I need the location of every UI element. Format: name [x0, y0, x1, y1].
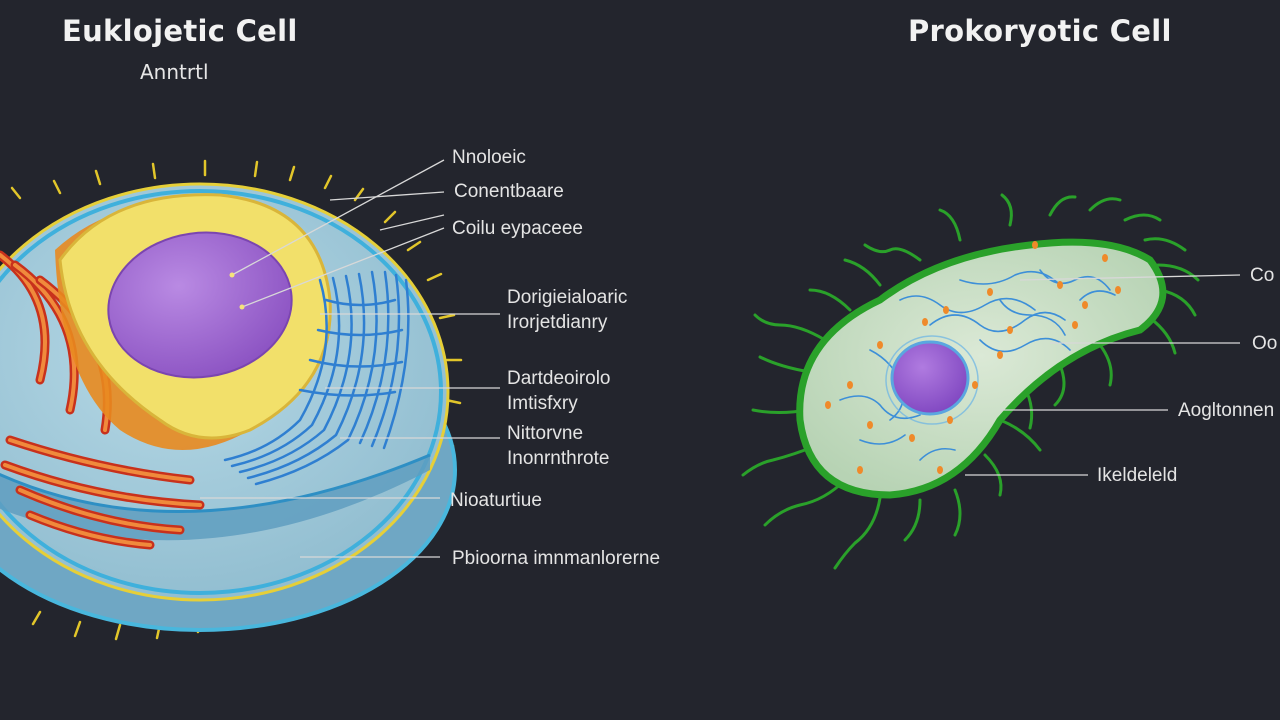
eukaryotic-leader-lines	[200, 159, 500, 558]
prokaryotic-label: Ikeldeleld	[1097, 465, 1178, 486]
prokaryotic-cell	[741, 193, 1241, 570]
eukaryotic-label: Dorigieialoaric	[507, 287, 628, 308]
nucleus-marker	[239, 304, 245, 310]
eukaryotic-title: Euklojetic Cell	[62, 14, 298, 48]
prokaryotic-title: Prokoryotic Cell	[908, 14, 1172, 48]
eukaryotic-label: Nittorvne	[507, 423, 584, 444]
plasma-membrane	[0, 189, 443, 595]
eukaryotic-label: Nnoloeic	[452, 147, 526, 168]
prokaryotic-label: Aogltonnen	[1178, 400, 1275, 421]
cut-surface-edge	[0, 453, 431, 514]
eukaryotic-label: Nioaturtiue	[450, 490, 542, 511]
prokaryotic-label: Oo	[1252, 333, 1278, 354]
prokaryote-body	[796, 238, 1167, 499]
eukaryotic-label: Inonrnthrote	[507, 448, 610, 469]
eukaryotic-label: Irorjetdianry	[507, 312, 608, 333]
nucleoid-halo	[885, 335, 979, 425]
nucleolus-marker	[229, 272, 235, 278]
eukaryotic-label: Pbioorna imnmanlorerne	[452, 548, 661, 569]
eukaryotic-label: Imtisfxry	[507, 393, 578, 414]
nucleoid	[890, 340, 970, 416]
eukaryotic-cell	[0, 159, 500, 641]
eukaryotic-label: Dartdeoirolo	[507, 368, 611, 389]
eukaryotic-label: Coilu eypaceee	[452, 218, 583, 239]
smooth-er	[223, 270, 410, 486]
eukaryotic-label: Conentbaare	[454, 181, 564, 202]
prokaryotic-label: Co	[1250, 265, 1275, 286]
pili	[741, 193, 1200, 570]
ribosomes	[825, 241, 1121, 474]
eukaryotic-subtitle: Anntrtl	[140, 60, 209, 84]
nucleus	[107, 231, 293, 379]
prokaryotic-leader-lines	[965, 274, 1241, 476]
